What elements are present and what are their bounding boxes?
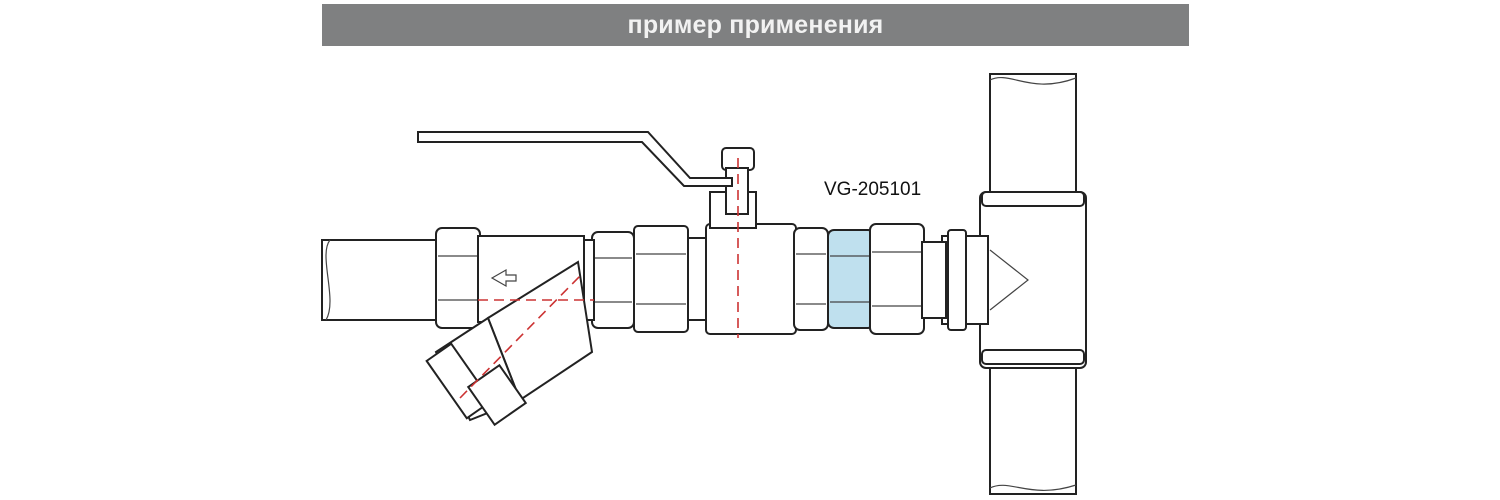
tee-fitting [941,191,1087,369]
y-strainer [425,227,595,427]
section-title-banner: пример применения [322,4,1189,46]
union-coupling [827,223,947,335]
ball-valve [417,131,829,338]
product-code-label: VG-205101 [824,179,922,200]
pipe-left [321,239,441,321]
section-title: пример применения [627,10,884,39]
